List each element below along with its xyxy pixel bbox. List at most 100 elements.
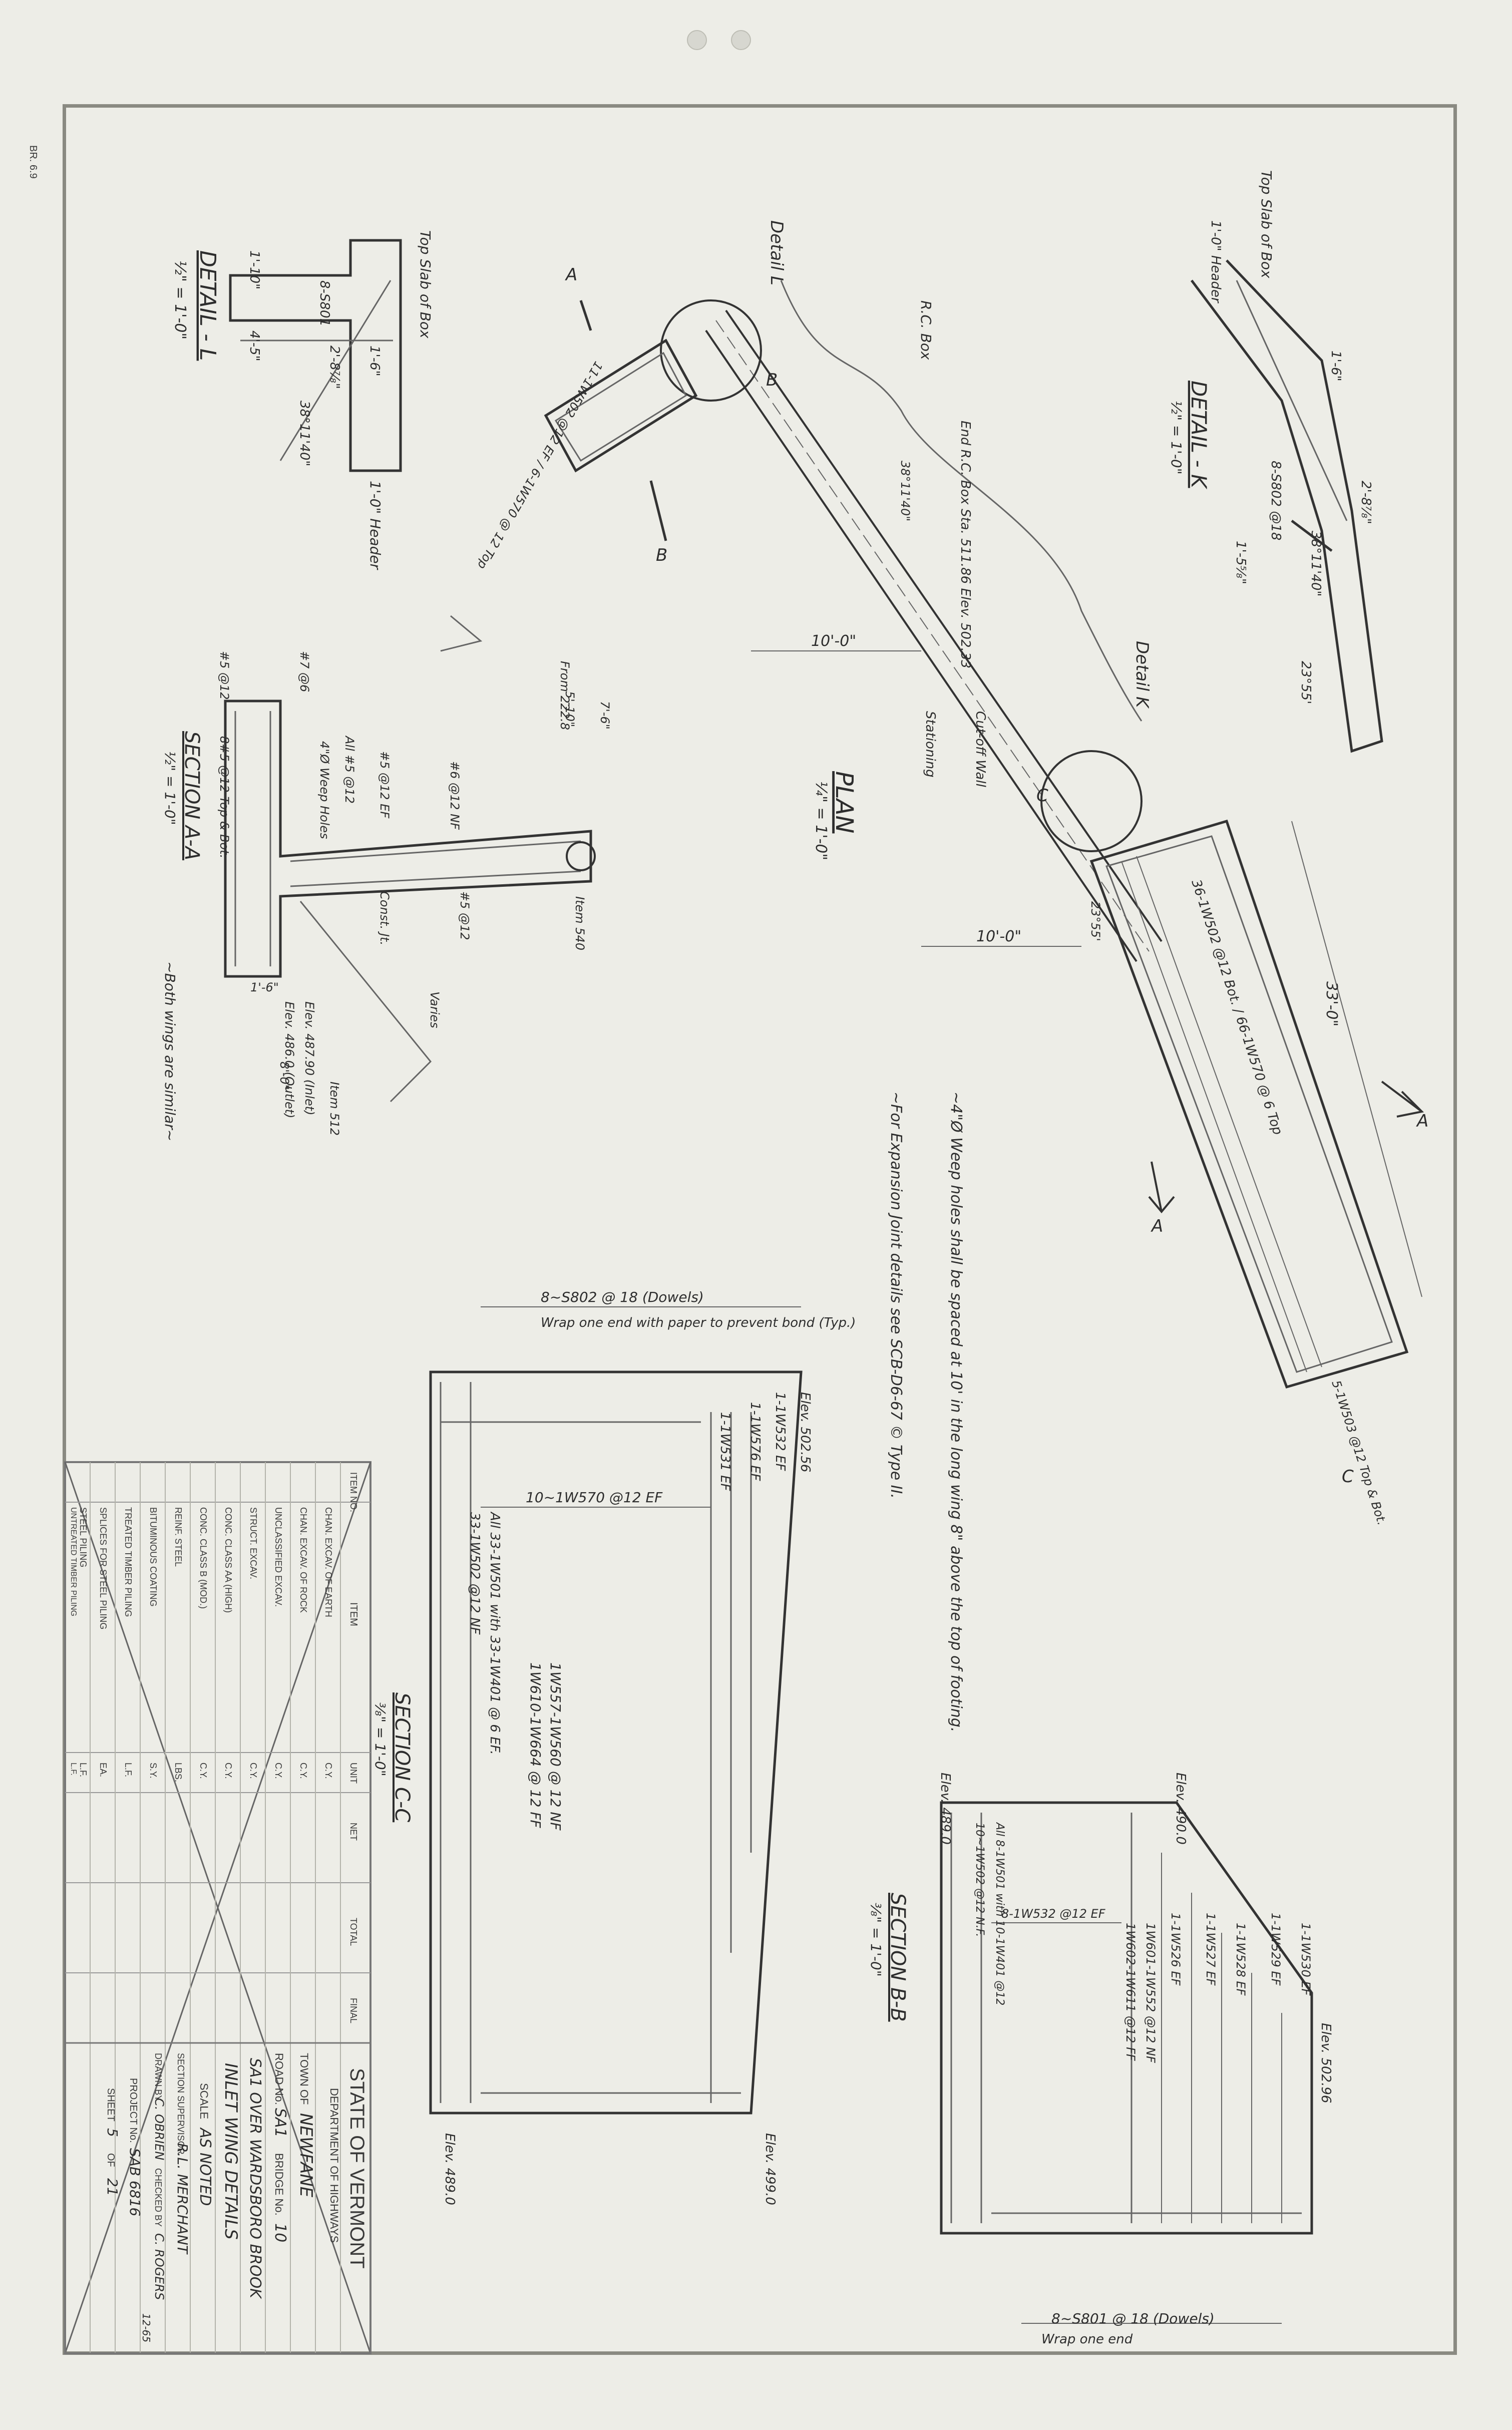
title-supervisor-label: SECTION SUPERVISOR: [176, 2053, 186, 2155]
section-aa-item540: [566, 841, 596, 871]
title-road-label: ROAD No.: [273, 2053, 285, 2105]
section-aa-label: Elev. 486.0 (Outlet): [282, 1001, 296, 1119]
section-cc-bar-label: 1W557-1W560 @ 12 NF: [547, 1662, 564, 1831]
section-bb: 8~S801 @ 18 (Dowels) Wrap one end Elev. …: [868, 1773, 1333, 2347]
title-scale: AS NOTED: [196, 2127, 214, 2206]
table-unit: L.F.: [69, 1763, 78, 1776]
detail-k-dim: 38°11'40": [1308, 531, 1323, 596]
section-aa: SECTION A-A ½" = 1'-0" ~Both wings are s…: [162, 615, 612, 1141]
detail-k-dim: 2'-8⅞": [1358, 481, 1373, 524]
table-row: SPLICES FOR STEEL PILING: [98, 1507, 108, 1629]
plan-detail-k-label: Detail K: [1132, 641, 1152, 709]
section-aa-scale: ½" = 1'-0": [162, 751, 178, 825]
title-project: SAB 6816: [127, 2148, 143, 2216]
section-aa-title: SECTION A-A: [180, 731, 203, 860]
title-block: STATE OF VERMONT DEPARTMENT OF HIGHWAYS …: [64, 2042, 371, 2354]
detail-k-line: [1291, 520, 1333, 552]
section-aa-label: Elev. 487.90 (Inlet): [302, 1001, 316, 1116]
detail-l-headwall: 1'-0" Header: [367, 481, 384, 570]
section-aa-break: [440, 615, 483, 652]
table-row: UNCLASSIFIED EXCAV.: [273, 1507, 283, 1607]
table-unit: C.Y.: [223, 1763, 233, 1779]
plan-detail-l-label: Detail L: [767, 220, 787, 285]
section-bb-elev: Elev. 502.96: [1318, 2023, 1333, 2103]
plan-dim-10a: 10'-0": [811, 632, 856, 650]
table-header: NET: [348, 1823, 358, 1841]
note-weep-holes: ~4"Ø Weep holes shall be spaced at 10' i…: [947, 1092, 965, 1732]
table-header: TOTAL: [348, 1918, 358, 1946]
section-bb-bar-label: 10~1W502 @12 N.F.: [973, 1823, 986, 1937]
title-bridge: 10: [271, 2223, 289, 2242]
table-row: CONC. CLASS B (MOD.): [198, 1507, 208, 1609]
detail-l-top-slab: Top Slab of Box: [417, 230, 434, 338]
section-aa-label: 8#5 @12 Top & Bot.: [217, 736, 231, 858]
table-header: FINAL: [348, 1998, 358, 2023]
section-bb-dowels: 8~S801 @ 18 (Dowels): [1051, 2310, 1215, 2327]
section-cc-bar-label: 1-1W576 EF: [747, 1402, 763, 1481]
section-bb-elev: Elev. 489.0: [938, 1773, 953, 1845]
plan-angle: 38°11'40": [898, 461, 912, 521]
title-block-frame: [64, 2042, 371, 2354]
table-unit: C.Y.: [273, 1763, 283, 1779]
section-bb-wrap: Wrap one end: [1041, 2332, 1133, 2347]
section-cc-dowels: 8~S802 @ 18 (Dowels): [541, 1289, 704, 1305]
section-aa-note: ~Both wings are similar~: [162, 961, 178, 1141]
cut-arrow-a: [1381, 1081, 1424, 1118]
section-aa-label: 7'-6": [598, 701, 612, 730]
table-unit: S.Y.: [148, 1763, 158, 1779]
plan-right-wing-bar: [1136, 856, 1322, 1367]
detail-k-title: DETAIL - K: [1187, 381, 1211, 490]
section-bb-elev: Elev. 490.0: [1173, 1773, 1188, 1845]
plan-dim-33: 33'-0": [1323, 981, 1340, 1026]
detail-l-bar: [279, 280, 392, 461]
section-bb-title: SECTION B-B: [886, 1893, 909, 2022]
section-bb-bar-label: All 8-1W501 with 10-1W401 @12: [993, 1822, 1006, 2005]
detail-k-scale: ½" = 1'-0": [1168, 401, 1185, 475]
section-cc-elev-right: Elev. 499.0: [763, 2133, 778, 2205]
title-checked: C. ROGERS: [152, 2233, 166, 2300]
detail-l-title: DETAIL - L: [195, 250, 220, 361]
detail-l-dim: 4'-5": [247, 330, 262, 362]
section-bb-bar-label: 1W601-1W552 @12 NF: [1144, 1923, 1158, 2063]
table-unit: L.F.: [123, 1763, 133, 1777]
title-department: DEPARTMENT OF HIGHWAYS: [328, 2088, 340, 2243]
section-cc-title: SECTION C-C: [391, 1692, 414, 1822]
punch-hole: [687, 30, 707, 50]
section-aa-label: #5 @12 EF: [377, 751, 392, 819]
plan-right-wing-bars: 36-1W502 @12 Bot. / 66-1W570 @ 6 Top: [1188, 878, 1285, 1137]
plan-cut-label: C: [1036, 786, 1048, 806]
section-cc-bar-label: 10~1W570 @12 EF: [526, 1489, 663, 1506]
table-unit: LBS.: [173, 1763, 183, 1782]
plan-cut-label: A: [1151, 1216, 1163, 1236]
section-cc-elev-bot: Elev. 489.0: [442, 2133, 457, 2205]
detail-k: DETAIL - K ½" = 1'-0" Top Slab of Box 1'…: [1168, 170, 1383, 753]
section-bb-bar-label: 1-1W528 EF: [1234, 1923, 1248, 1996]
detail-l-dim: 38°11'40": [297, 401, 312, 466]
section-cc-bar-label: 1-1W532 EF: [773, 1392, 788, 1471]
section-bb-bar-label: 1-1W526 EF: [1169, 1913, 1183, 1986]
table-header: UNIT: [348, 1763, 358, 1784]
table-row: UNTREATED TIMBER PILING: [69, 1507, 78, 1616]
quantity-table: ITEM NO. ITEM UNIT NET TOTAL FINAL CHAN.…: [64, 1461, 371, 2354]
detail-k-dim: 1'-5⅝": [1233, 541, 1248, 584]
title-scale-label: SCALE: [198, 2083, 210, 2119]
title-drawn: C. OBRIEN: [152, 2098, 166, 2160]
section-aa-label: #5 @12: [217, 651, 231, 700]
detail-k-headwall: 1'-0" Header: [1208, 220, 1223, 304]
detail-l-scale: ½" = 1'-0": [171, 260, 189, 339]
plan-angle2: 23°55': [1088, 901, 1102, 941]
section-bb-bar-label: 1W602-1W611 @12 FF: [1123, 1923, 1138, 2061]
detail-k-top-slab: Top Slab of Box: [1258, 170, 1275, 278]
plan-right-wing-inner: [1105, 835, 1393, 1373]
detail-k-dim: 23°55': [1298, 661, 1313, 704]
detail-l: DETAIL - L ½" = 1'-0" Top Slab of Box 1'…: [171, 230, 434, 570]
detail-l-dim: 8-S801: [317, 280, 332, 326]
general-notes: ~4"Ø Weep holes shall be spaced at 10' i…: [887, 1092, 965, 1732]
plan-dim-line: [1291, 821, 1422, 1297]
plan-right-end-bars: 5-1W503 @12 Top & Bot.: [1329, 1378, 1389, 1527]
title-of-label: OF: [105, 2153, 116, 2167]
section-aa-label: #6 @12 NF: [448, 761, 462, 830]
plan-box-line: [705, 329, 1138, 962]
title-sheet-no: 5: [104, 2128, 121, 2137]
